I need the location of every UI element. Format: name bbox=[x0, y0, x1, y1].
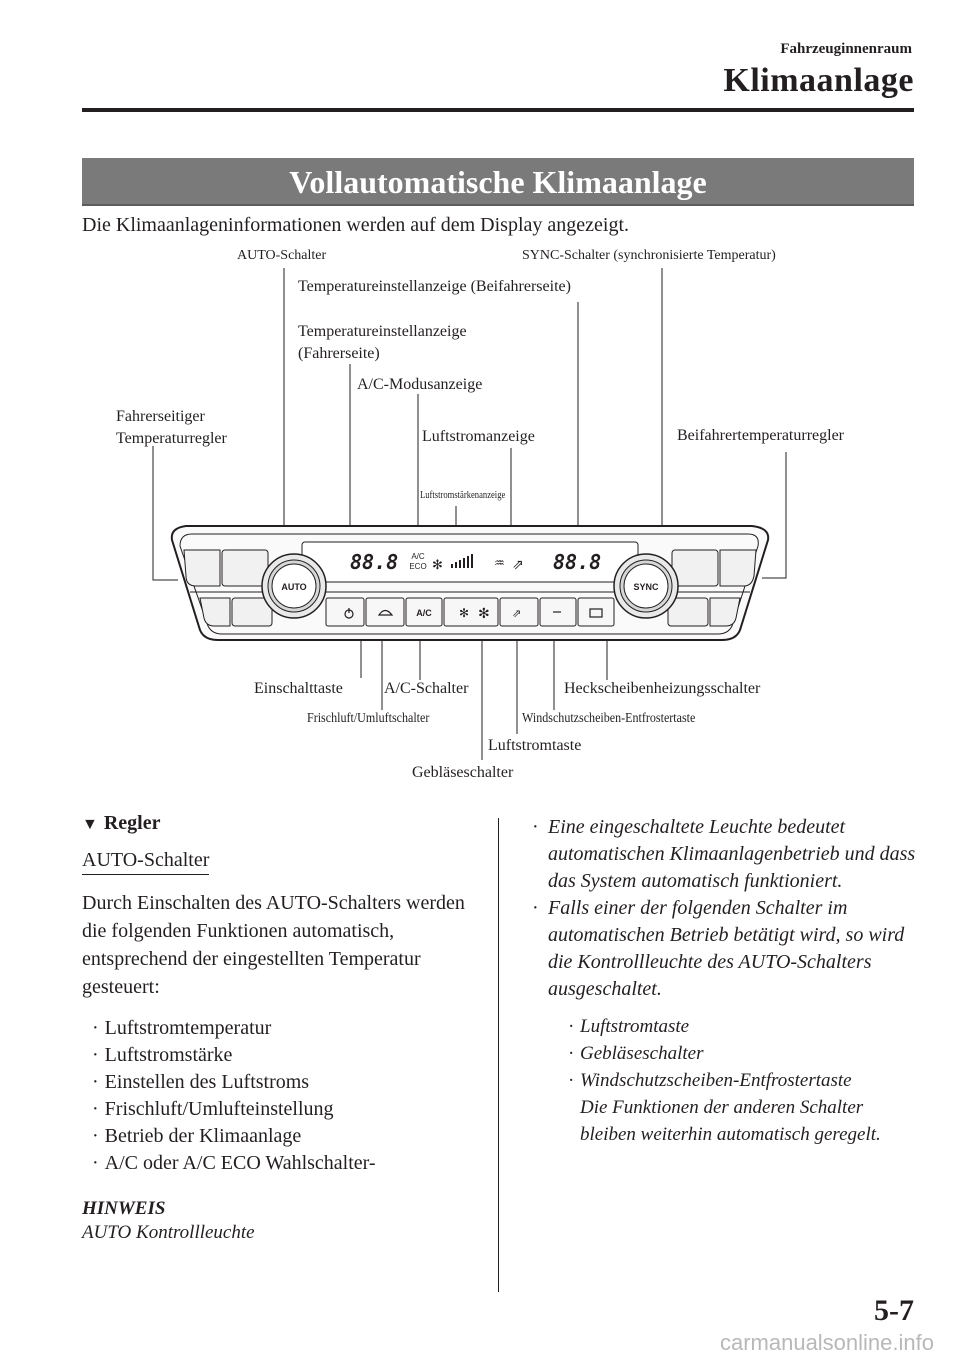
list-item-text: Windschutzscheiben-Entfrostertaste bbox=[580, 1070, 852, 1091]
right-knob: SYNC bbox=[613, 553, 679, 619]
watermark: carmanualsonline.info bbox=[719, 1330, 934, 1355]
svg-text:AUTO: AUTO bbox=[281, 582, 306, 592]
ac-indicator-top: A/C bbox=[411, 552, 425, 561]
right-seat-buttons bbox=[667, 549, 757, 627]
left-column: ▼Regler AUTO-Schalter Durch Einschalten … bbox=[82, 812, 482, 1245]
defrost-rear-icon bbox=[589, 608, 603, 618]
fan-low-icon: ✻ bbox=[459, 606, 469, 620]
function-list: Luftstromtemperatur Luftstromstärke Eins… bbox=[82, 1015, 482, 1177]
list-item: Frischluft/Umlufteinstellung bbox=[92, 1096, 482, 1123]
triangle-icon: ▼ bbox=[82, 816, 98, 833]
label-frischluft: Frischluft/Umluftschalter bbox=[307, 711, 430, 726]
list-item: Einstellen des Luftstroms bbox=[92, 1069, 482, 1096]
bottom-buttons bbox=[325, 597, 615, 627]
label-fahrer-regler-2: Temperaturregler bbox=[116, 430, 227, 447]
fan-level-bars bbox=[451, 554, 473, 568]
label-luftstromtaste: Luftstromtaste bbox=[488, 737, 582, 754]
note-heading: HINWEIS bbox=[82, 1198, 166, 1219]
heading-regler: ▼Regler bbox=[82, 812, 161, 834]
label-sync-schalter: SYNC-Schalter (synchronisierte Temperatu… bbox=[522, 248, 776, 263]
subheading-auto-schalter: AUTO-Schalter bbox=[82, 849, 210, 875]
fan-display-icon: ✻ bbox=[432, 558, 443, 573]
label-auto-schalter: AUTO-Schalter bbox=[237, 248, 327, 263]
driver-temp-display: 88.8 bbox=[350, 550, 398, 574]
label-einschalttaste: Einschalttaste bbox=[254, 680, 343, 697]
label-geblaese: Gebläseschalter bbox=[412, 764, 514, 781]
airflow-icon: ⇗ bbox=[512, 607, 521, 620]
ac-indicator-bottom: ECO bbox=[409, 562, 426, 571]
list-item: A/C oder A/C ECO Wahlschalter- bbox=[92, 1150, 482, 1177]
ac-button-label: A/C bbox=[416, 608, 432, 618]
label-temp-fahrer-2: (Fahrerseite) bbox=[298, 345, 380, 362]
note-list: Eine eingeschaltete Leuchte bedeutet aut… bbox=[530, 814, 920, 1148]
label-windschutz: Windschutzscheiben-Entfrostertaste bbox=[522, 711, 696, 726]
note-item: Eine eingeschaltete Leuchte bedeutet aut… bbox=[530, 814, 920, 895]
airflow-display-icon: ⇗ bbox=[512, 557, 524, 573]
list-item: Luftstromstärke bbox=[92, 1042, 482, 1069]
section-banner: Vollautomatische Klimaanlage bbox=[82, 158, 914, 206]
list-item: Betrieb der Klimaanlage bbox=[92, 1123, 482, 1150]
label-temp-beifahrer: Temperatureinstellanzeige (Beifahrerseit… bbox=[298, 278, 571, 295]
left-seat-buttons bbox=[183, 549, 273, 627]
list-item: Luftstromtaste bbox=[568, 1013, 920, 1040]
label-luftstromstaerke: Luftstromstärkenanzeige bbox=[420, 489, 506, 501]
list-item: Gebläseschalter bbox=[568, 1040, 920, 1067]
column-divider bbox=[498, 818, 499, 1292]
label-heckscheibe: Heckscheibenheizungsschalter bbox=[564, 680, 761, 697]
note-item: Falls einer der folgenden Schalter im au… bbox=[530, 895, 920, 1148]
intro-paragraph: Durch Einschalten des AUTO-Schalters wer… bbox=[82, 892, 465, 998]
header-rule bbox=[82, 108, 914, 112]
passenger-temp-display: 88.8 bbox=[553, 550, 601, 574]
chapter-title: Klimaanlage bbox=[723, 62, 914, 99]
left-knob: AUTO bbox=[261, 553, 327, 619]
trailing-text: Die Funktionen der anderen Schalter blei… bbox=[580, 1097, 881, 1145]
climate-panel-diagram: A/C ✻ ✻ ⇗ AUTO SYNC 88.8 88.8 A/C ECO ✻ … bbox=[152, 268, 787, 760]
note-text: AUTO Kontrollleuchte bbox=[82, 1222, 255, 1243]
right-column: Eine eingeschaltete Leuchte bedeutet aut… bbox=[530, 814, 920, 1148]
label-luftstromanzeige: Luftstromanzeige bbox=[422, 428, 535, 445]
label-fahrer-regler-1: Fahrerseitiger bbox=[116, 408, 205, 425]
svg-text:SYNC: SYNC bbox=[633, 582, 659, 592]
recirculation-icon bbox=[377, 609, 394, 616]
label-ac-schalter: A/C-Schalter bbox=[384, 680, 469, 697]
label-beifahrer-regler: Beifahrertemperaturregler bbox=[677, 427, 845, 444]
label-temp-fahrer-1: Temperatureinstellanzeige bbox=[298, 323, 467, 340]
switch-list: Luftstromtaste Gebläseschalter Windschut… bbox=[548, 1013, 920, 1148]
list-item: Luftstromtemperatur bbox=[92, 1015, 482, 1042]
label-ac-modus: A/C-Modusanzeige bbox=[357, 376, 483, 393]
page-number: 5-7 bbox=[874, 1294, 914, 1327]
defrost-display-icon: ♒ bbox=[494, 556, 505, 570]
fan-high-icon: ✻ bbox=[478, 606, 490, 622]
section-title: Fahrzeuginnenraum bbox=[780, 41, 912, 57]
intro-text: Die Klimaanlageninformationen werden auf… bbox=[82, 214, 630, 236]
note-item-text: Falls einer der folgenden Schalter im au… bbox=[548, 897, 905, 1000]
